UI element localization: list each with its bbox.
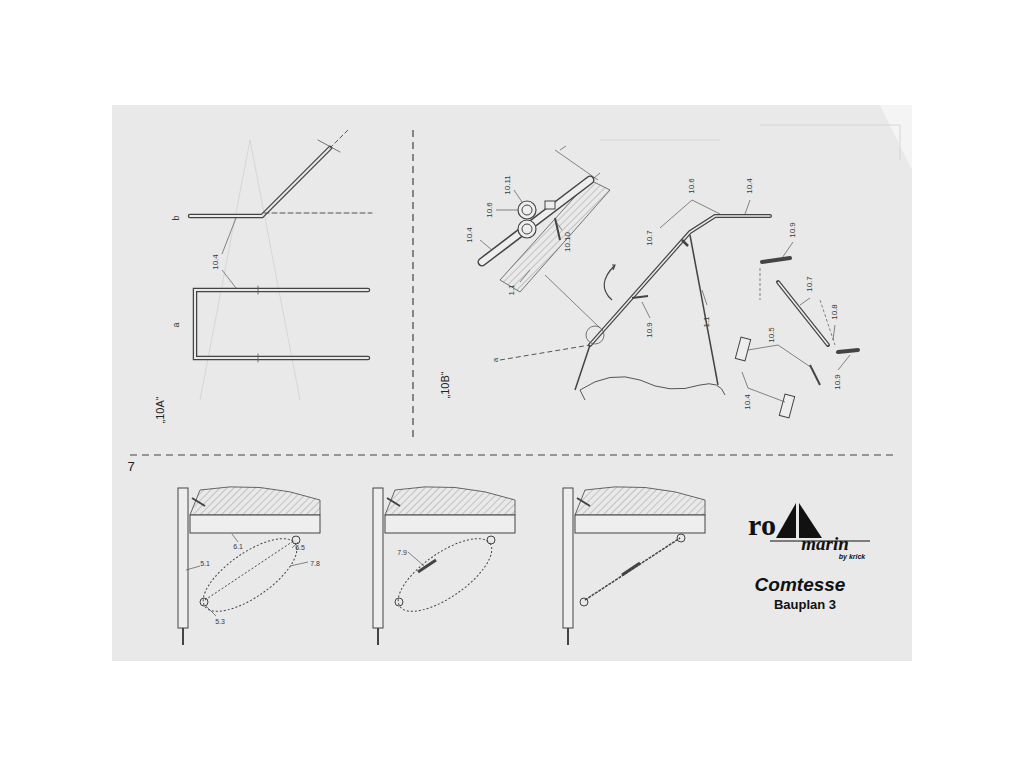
callout-number: 7.9 [397, 549, 407, 556]
leader-line [480, 190, 600, 328]
logo-text: by krick [839, 553, 865, 560]
callout-number: 10.8 [831, 304, 839, 320]
callout-number: 5.3 [215, 618, 225, 625]
callout-number: 10.10 [564, 232, 572, 252]
part-letter: b [172, 215, 181, 220]
callout-number: 10.5 [768, 327, 776, 343]
callout-number: 10.4 [744, 394, 752, 410]
leader-line [222, 218, 236, 288]
figure-label: „10A“ [155, 397, 166, 424]
callout-number: 10.6 [486, 202, 494, 218]
chain-stage [178, 487, 705, 645]
callout-number: 1.1 [703, 316, 711, 327]
callout-number: 10.9 [789, 222, 797, 238]
callout-number: 10.6 [688, 178, 696, 194]
callout-number: 10.9 [646, 322, 654, 338]
callout-number: 10.7 [806, 276, 814, 292]
logo-text: marin [801, 534, 849, 553]
detail-view [482, 146, 610, 292]
rod-a [195, 286, 368, 362]
part-letter: a [172, 322, 181, 327]
leader-line [186, 534, 424, 616]
section-divider [130, 130, 895, 455]
callout-number: 10.7 [646, 230, 654, 246]
mast-and-boom [500, 216, 770, 400]
callout-number: 10.4 [466, 227, 474, 243]
paper [112, 105, 912, 661]
figure-label: „10B“ [440, 372, 451, 399]
part-letter: a [492, 358, 500, 362]
section-number: 7 [127, 460, 134, 473]
rod-b [190, 130, 372, 216]
loose-parts [735, 258, 858, 418]
paper-fold [880, 105, 912, 170]
callout-number: 1.1 [508, 284, 516, 295]
callout-number: 10.11 [504, 175, 512, 194]
plan-number: Bauplan 3 [774, 598, 836, 611]
model-name: Comtesse [755, 575, 846, 594]
callout-number: 10.4 [212, 254, 220, 270]
leader-line [642, 200, 850, 402]
callout-number: 10.9 [834, 374, 842, 390]
callout-number: 10.4 [746, 178, 754, 194]
callout-number: 6.5 [295, 544, 305, 551]
logo-text: ro [748, 510, 776, 540]
callout-number: 5.1 [200, 560, 210, 567]
callout-number: 6.1 [233, 543, 243, 550]
callout-number: 7.8 [310, 560, 320, 567]
